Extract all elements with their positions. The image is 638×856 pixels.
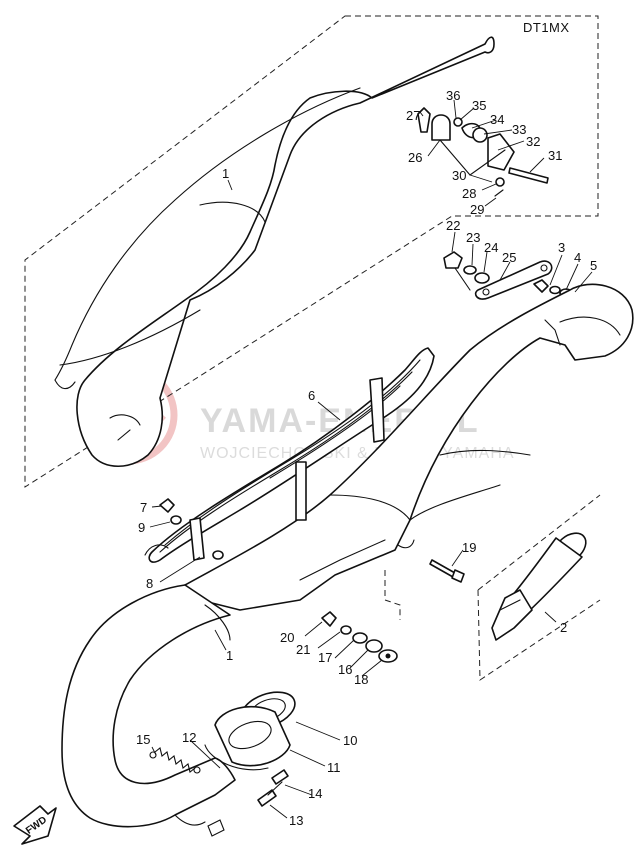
protector-hardware — [159, 498, 224, 560]
label-part-7: 7 — [140, 500, 147, 515]
exhaust-flange-group — [204, 691, 296, 807]
label-part-26: 26 — [408, 150, 422, 165]
label-part-23: 23 — [466, 230, 480, 245]
label-part-21: 21 — [296, 642, 310, 657]
label-part-11: 11 — [327, 760, 341, 775]
tail-pipe — [491, 532, 587, 641]
label-part-28: 28 — [462, 186, 476, 201]
heat-protector — [144, 347, 435, 563]
label-part-14: 14 — [308, 786, 322, 801]
label-part-1-lower: 1 — [226, 648, 233, 663]
bolt-19 — [429, 559, 465, 583]
label-part-5: 5 — [590, 258, 597, 273]
label-part-34: 34 — [490, 112, 504, 127]
label-part-6: 6 — [308, 388, 315, 403]
label-part-27: 27 — [406, 108, 420, 123]
dt1mx-variant-region — [24, 15, 599, 488]
label-part-32: 32 — [526, 134, 540, 149]
label-part-25: 25 — [502, 250, 516, 265]
label-part-19: 19 — [462, 540, 476, 555]
label-part-16: 16 — [338, 662, 352, 677]
label-part-24: 24 — [484, 240, 498, 255]
label-part-30: 30 — [452, 168, 466, 183]
label-part-17: 17 — [318, 650, 332, 665]
guide-line-1 — [384, 570, 401, 620]
label-part-4: 4 — [574, 250, 581, 265]
label-part-3: 3 — [558, 240, 565, 255]
label-part-1: 1 — [222, 166, 229, 181]
exhaust-spring — [149, 747, 201, 774]
label-part-31: 31 — [548, 148, 562, 163]
forward-direction-arrow: FWD — [13, 805, 57, 845]
label-part-13: 13 — [289, 813, 303, 828]
label-part-10: 10 — [343, 733, 357, 748]
label-part-36: 36 — [446, 88, 460, 103]
label-part-8: 8 — [146, 576, 153, 591]
exhaust-pipe — [61, 584, 236, 837]
part-number-labels: 1 1 2 3 4 5 6 7 8 9 10 11 12 13 14 15 16… — [136, 88, 597, 828]
label-part-9: 9 — [138, 520, 145, 535]
leader-lines — [149, 99, 593, 819]
guide-line-3 — [477, 589, 601, 681]
label-part-35: 35 — [472, 98, 486, 113]
guide-line-2 — [477, 494, 601, 591]
watermark-subtitle: WOJCIECHOWSKI & DONER YAMAHA — [200, 445, 515, 462]
silencer — [184, 283, 634, 611]
expansion-chamber-dt1mx — [54, 36, 495, 467]
dt1mx-hardware — [417, 107, 549, 197]
label-part-15: 15 — [136, 732, 150, 747]
label-part-18: 18 — [354, 672, 368, 687]
label-part-22: 22 — [446, 218, 460, 233]
label-part-29: 29 — [470, 202, 484, 217]
model-code: DT1MX — [523, 20, 570, 35]
label-part-33: 33 — [512, 122, 526, 137]
silencer-mount-hardware — [321, 611, 398, 663]
label-part-20: 20 — [280, 630, 294, 645]
label-part-12: 12 — [182, 730, 196, 745]
label-part-2: 2 — [560, 620, 567, 635]
